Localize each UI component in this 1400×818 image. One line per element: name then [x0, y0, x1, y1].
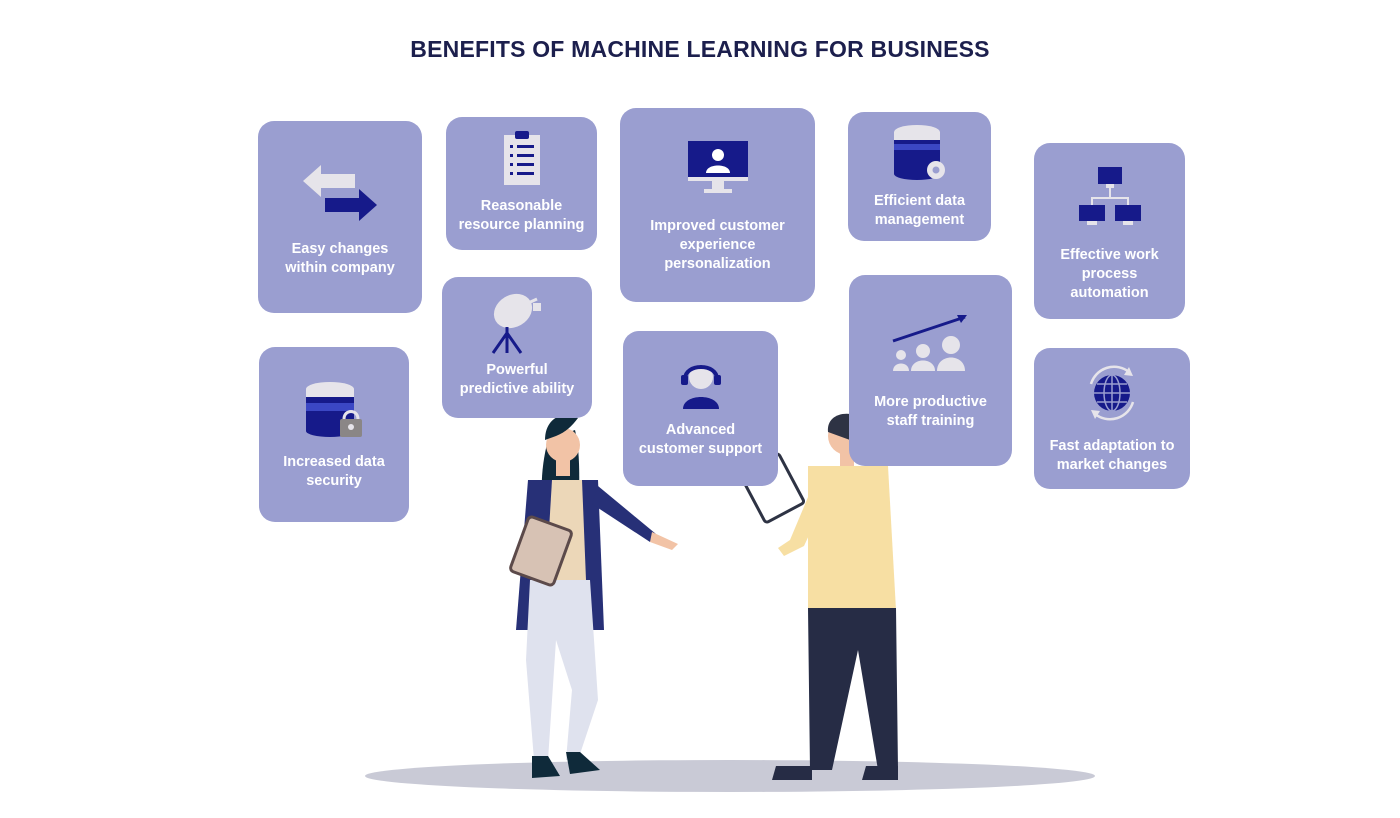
- benefit-label: Reasonable resource planning: [458, 198, 585, 233]
- benefit-card-market-adaptation: Fast adaptation to market changes: [1034, 348, 1190, 489]
- benefit-label: Improved customer experience personaliza…: [650, 218, 785, 272]
- floor-shadow: [365, 760, 1095, 792]
- benefit-label: Advanced customer support: [638, 422, 763, 457]
- database-gear-icon: [893, 125, 945, 180]
- woman-figure: [509, 415, 678, 778]
- globe-sync-icon: [1089, 365, 1135, 421]
- database-lock-icon: [306, 382, 362, 437]
- page-title: BENEFITS OF MACHINE LEARNING FOR BUSINES…: [410, 36, 990, 62]
- clipboard-list-icon: [503, 131, 540, 185]
- monitor-user-icon: [687, 141, 748, 193]
- team-growth-icon: [892, 315, 967, 371]
- benefit-card-predictive-ability: Powerful predictive ability: [442, 277, 592, 418]
- benefit-card-customer-experience: Improved customer experience personaliza…: [620, 108, 815, 302]
- network-computers-icon: [1078, 167, 1141, 225]
- satellite-dish-icon: [491, 293, 541, 354]
- benefit-label: Increased data security: [283, 454, 385, 489]
- benefit-label: More productive staff training: [874, 394, 987, 429]
- benefit-label: Powerful predictive ability: [459, 362, 575, 397]
- benefit-label: Easy changes within company: [285, 241, 395, 276]
- benefit-card-easy-changes: Easy changes within company: [258, 121, 422, 313]
- benefit-card-staff-training: More productive staff training: [849, 275, 1012, 466]
- benefit-card-data-security: Increased data security: [259, 347, 409, 522]
- man-figure: [738, 413, 898, 780]
- benefit-label: Efficient data management: [873, 193, 966, 228]
- headset-support-icon: [680, 365, 721, 409]
- benefit-card-data-management: Efficient data management: [848, 112, 991, 241]
- benefit-label: Fast adaptation to market changes: [1049, 438, 1175, 473]
- arrows-exchange-icon: [303, 165, 377, 221]
- benefit-card-work-automation: Effective work process automation: [1034, 143, 1185, 319]
- benefit-card-resource-planning: Reasonable resource planning: [446, 117, 597, 250]
- benefit-label: Effective work process automation: [1060, 247, 1159, 301]
- benefit-card-customer-support: Advanced customer support: [623, 331, 778, 486]
